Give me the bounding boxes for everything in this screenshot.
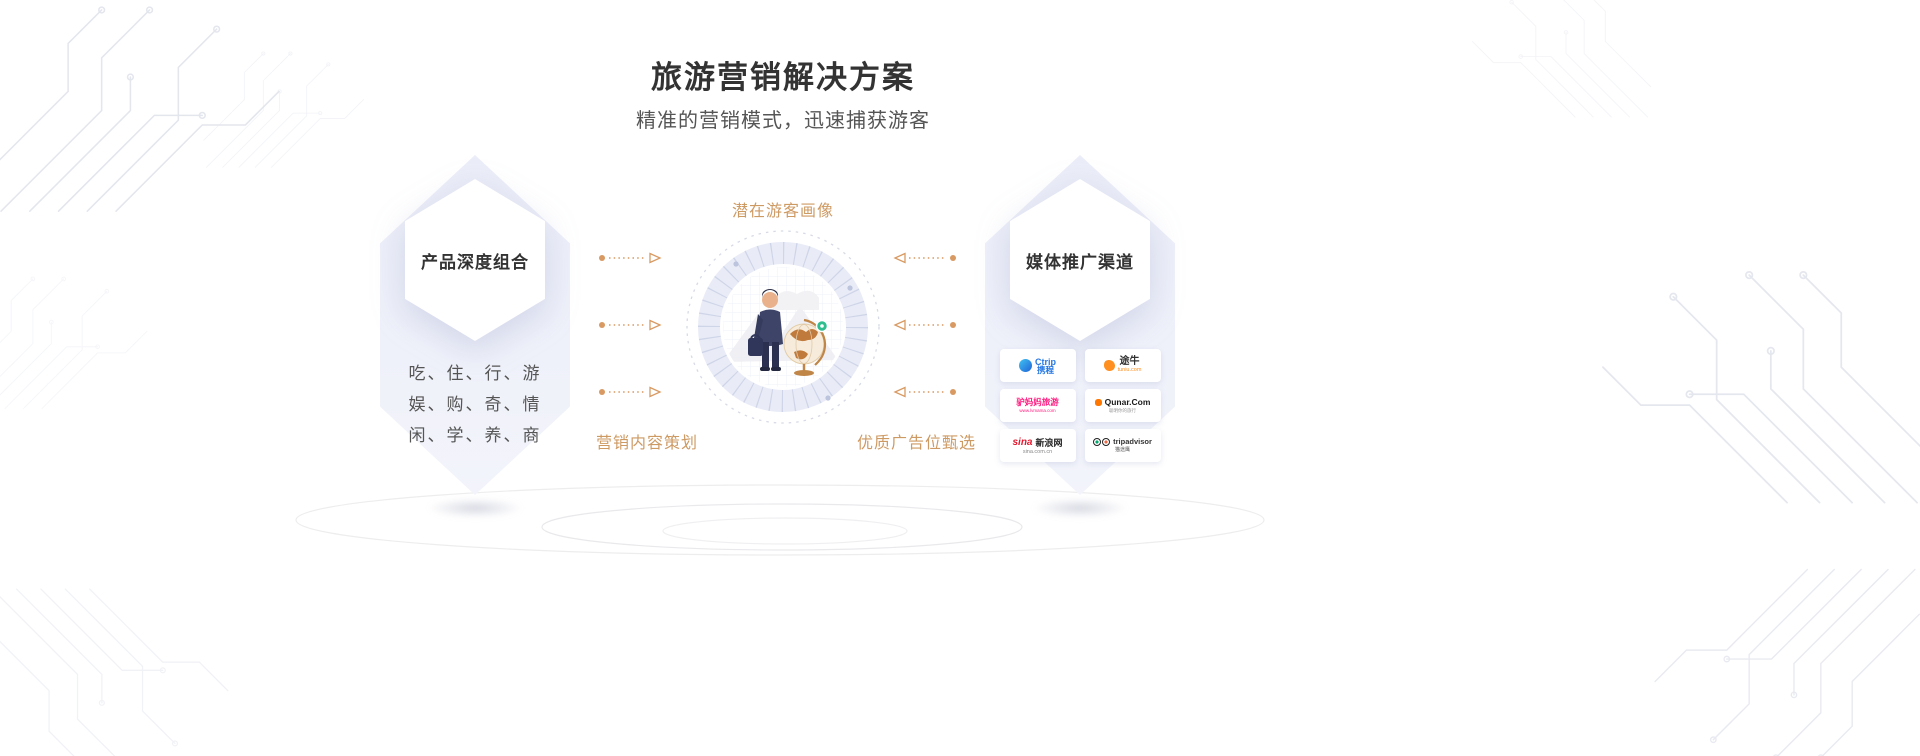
- sina-logo-url: sina.com.cn: [1022, 448, 1053, 455]
- lvmama-logo-url: www.lvmama.com: [1019, 408, 1056, 413]
- traveler-globe-illustration: [686, 230, 880, 424]
- ctrip-dolphin-icon: [1019, 359, 1032, 372]
- qunar-logo: Qunar.Com 聪明你的旅行: [1084, 389, 1161, 422]
- left-card-line: 吃、住、行、游: [408, 364, 542, 383]
- circuit-pattern-decoration: [1455, 0, 1665, 120]
- tuniu-logo: 途牛 tuniu.com: [1084, 349, 1161, 382]
- ctrip-logo-text: Ctrip: [1035, 357, 1056, 367]
- left-card-line: 闲、学、养、商: [408, 426, 542, 445]
- flow-arrow-left-icon: [893, 319, 956, 331]
- ctrip-logo-cn: 携程: [1036, 365, 1054, 375]
- flow-arrow-right-icon: [599, 319, 662, 331]
- left-card-shadow: [427, 498, 523, 518]
- page-title: 旅游营销解决方案: [651, 60, 915, 95]
- circuit-pattern-decoration: [0, 585, 240, 756]
- hexagon-badge: 媒体推广渠道: [1010, 179, 1150, 341]
- media-channels-card: 媒体推广渠道 Ctrip 携程 途牛 tuniu.com: [985, 155, 1175, 495]
- circuit-pattern-decoration: [0, 255, 150, 420]
- left-card-line: 娱、购、奇、情: [408, 395, 542, 414]
- tripadvisor-owl-icon: [1093, 438, 1111, 446]
- flow-arrow-right-icon: [599, 252, 662, 264]
- qunar-logo-text: Qunar.Com: [1104, 397, 1151, 407]
- sina-logo-cn: 新浪网: [1035, 437, 1063, 448]
- flow-arrow-right-icon: [599, 386, 662, 398]
- circuit-pattern-decoration: [1635, 565, 1920, 756]
- traveler-person-icon: [748, 289, 783, 371]
- globe-icon: [783, 318, 829, 376]
- page-subtitle: 精准的营销模式，迅速捕获游客: [636, 110, 930, 132]
- lvmama-logo: 驴妈妈旅游 www.lvmama.com: [999, 389, 1076, 422]
- qunar-logo-slogan: 聪明你的旅行: [1109, 408, 1136, 413]
- qunar-camel-icon: [1094, 398, 1102, 406]
- media-logo-grid: Ctrip 携程 途牛 tuniu.com 驴妈妈旅游 www.lvmama.c…: [985, 349, 1175, 462]
- circuit-pattern-decoration: [1595, 248, 1920, 508]
- tourist-profile-label: 潜在游客画像: [731, 203, 834, 220]
- tuniu-cow-icon: [1103, 360, 1115, 371]
- flow-arrow-left-icon: [893, 252, 956, 264]
- right-card-title: 媒体推广渠道: [1026, 252, 1134, 272]
- tuniu-logo-text: 途牛: [1119, 356, 1140, 367]
- tuniu-logo-url: tuniu.com: [1117, 367, 1142, 373]
- ground-ripple-decoration: [295, 484, 1265, 556]
- sina-logo: sina 新浪网 sina.com.cn: [999, 429, 1076, 462]
- ctrip-logo: Ctrip 携程: [999, 349, 1076, 382]
- lvmama-logo-text: 驴妈妈旅游: [1016, 397, 1059, 407]
- left-card-title: 产品深度组合: [421, 252, 529, 272]
- tripadvisor-logo-cn: 猫途鹰: [1114, 447, 1130, 453]
- product-combination-card: 产品深度组合 吃、住、行、游 娱、购、奇、情 闲、学、养、商: [380, 155, 570, 495]
- flow-arrow-left-icon: [893, 386, 956, 398]
- sina-logo-text: sina: [1012, 436, 1033, 448]
- hexagon-badge: 产品深度组合: [405, 179, 545, 341]
- ad-placement-label: 优质广告位甄选: [857, 435, 977, 452]
- left-card-description: 吃、住、行、游 娱、购、奇、情 闲、学、养、商: [380, 358, 570, 451]
- tripadvisor-logo-text: tripadvisor: [1113, 437, 1152, 446]
- circuit-pattern-decoration: [0, 0, 290, 216]
- content-planning-label: 营销内容策划: [596, 435, 699, 452]
- right-card-shadow: [1032, 498, 1128, 518]
- tripadvisor-logo: tripadvisor 猫途鹰: [1084, 429, 1161, 462]
